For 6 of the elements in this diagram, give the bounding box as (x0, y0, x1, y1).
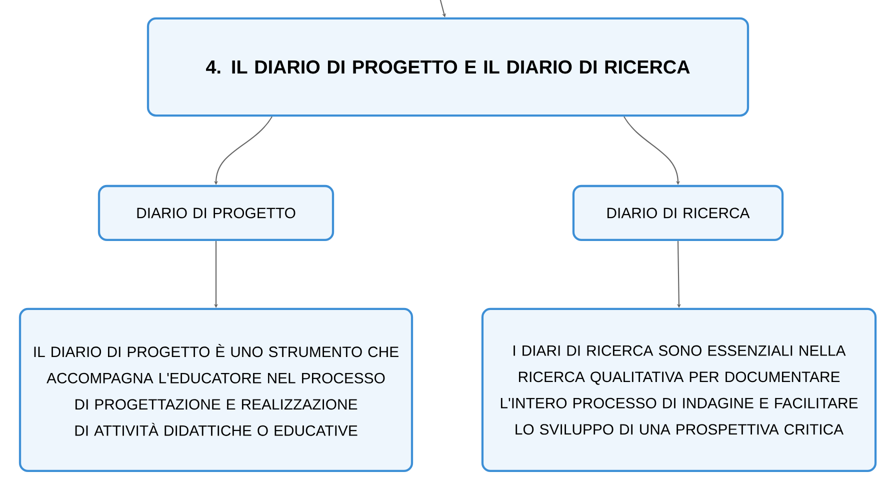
topic-box: DIARIO DI PROGETTO (98, 184, 334, 242)
arrow (624, 116, 680, 185)
title-box: 4. IL DIARIO DI PROGETTO E IL DIARIO DI RICERCA (146, 17, 750, 117)
description-box: I DIARI DI RICERCA SONO ESSENZIALI NELLA RICERCA QUALITATIVA PER DOCUMENTARE L'INTERO PROCESSO DI INDAGINE E FACILITARE LO SVILUPPO DI UNA PROSPETTIVA CRITICA (481, 308, 877, 472)
topic-box: DIARIO DI RICERCA (572, 184, 784, 242)
description-box: IL DIARIO DI PROGETTO È UNO STRUMENTO CHE ACCOMPAGNA L'EDUCATORE NEL PROCESSO DI PROGETTAZIONE E REALIZZAZIONE DI ATTIVITÀ DIDATTICHE O EDUCATIVE (18, 308, 414, 472)
